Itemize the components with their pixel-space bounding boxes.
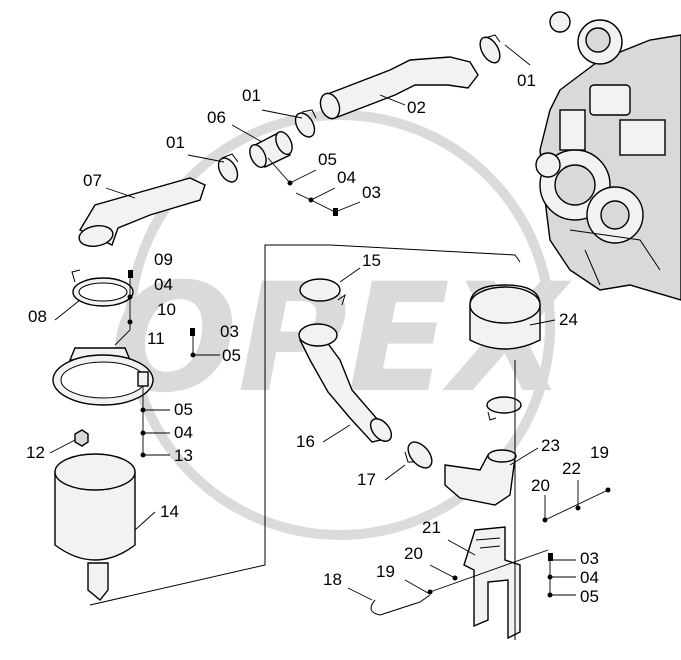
clamp-01-left [217,153,239,183]
callout-c20b: 20 [404,544,423,563]
bolt-icon [128,270,133,278]
callout-c16: 16 [296,432,315,451]
bolt-icon [190,328,195,336]
callout-c03c: 03 [580,549,599,568]
bracket-11 [52,347,154,406]
callout-c23: 23 [541,436,560,455]
callout-c13: 13 [174,446,193,465]
callout-c06: 06 [207,108,226,127]
washer-dot [308,197,314,203]
callout-c12: 12 [26,443,45,462]
washer-dot [190,352,196,358]
clamp-17 [404,441,433,469]
clamp-01-top [479,34,501,64]
callout-c08: 08 [28,307,47,326]
nut-dot [140,452,146,458]
callout-c15: 15 [362,251,381,270]
bracket-21 [463,526,521,640]
washer-dot [427,589,433,595]
callout-c05c: 05 [174,400,193,419]
bolt-icon [548,553,553,561]
clamp-01-middle [294,109,317,138]
callout-c14: 14 [160,502,179,521]
callout-c01c: 01 [166,133,185,152]
callout-c11: 11 [147,329,165,348]
callout-c05b: 05 [222,346,241,365]
washer-dot [605,487,611,493]
callout-c21: 21 [422,518,441,537]
hose-16 [298,278,393,443]
washer-dot [452,575,458,581]
washer-dot [547,574,553,580]
washer-dot [542,517,548,523]
clamp-elbow [486,396,522,421]
callout-c05a: 05 [318,150,337,169]
cap-24 [469,284,541,350]
callout-c04c: 04 [174,423,193,442]
callout-c24: 24 [559,310,578,329]
callout-c03a: 03 [362,183,381,202]
washer-dot [140,430,146,436]
washer-dot [575,505,581,511]
callout-c07: 07 [83,171,102,190]
washer-dot [547,592,553,598]
callout-c02: 02 [407,98,426,117]
callout-c01a: 01 [517,71,536,90]
rod-18 [370,594,431,616]
assembly-outline [89,244,521,640]
washer-dot [127,294,133,300]
washer-dot [140,407,146,413]
callout-c05d: 05 [580,587,599,606]
clamp-08 [71,269,134,307]
elbow-23 [444,449,517,506]
air-cleaner-14 [54,453,136,601]
callout-c19a: 19 [590,443,609,462]
callout-c10: 10 [157,300,176,319]
callout-c22: 22 [562,459,581,478]
callout-c20a: 20 [531,476,550,495]
callout-c17: 17 [357,470,376,489]
intake-pipe-07 [78,177,206,247]
callout-c04d: 04 [580,568,599,587]
bolt-icon [333,208,338,216]
intake-hose-02 [319,56,479,120]
callout-c09: 09 [154,250,173,269]
callout-c19b: 19 [376,562,395,581]
callout-c04a: 04 [337,168,356,187]
sleeve-06 [249,131,293,168]
fitting-12 [74,429,89,447]
callout-c18: 18 [323,570,342,589]
washer-dot [127,319,133,325]
callout-c03b: 03 [220,322,239,341]
callout-c01b: 01 [242,86,261,105]
washer-dot [287,180,293,186]
callout-c04b: 04 [154,275,173,294]
engine-assembly [535,11,681,301]
fastener-dots [127,180,611,598]
